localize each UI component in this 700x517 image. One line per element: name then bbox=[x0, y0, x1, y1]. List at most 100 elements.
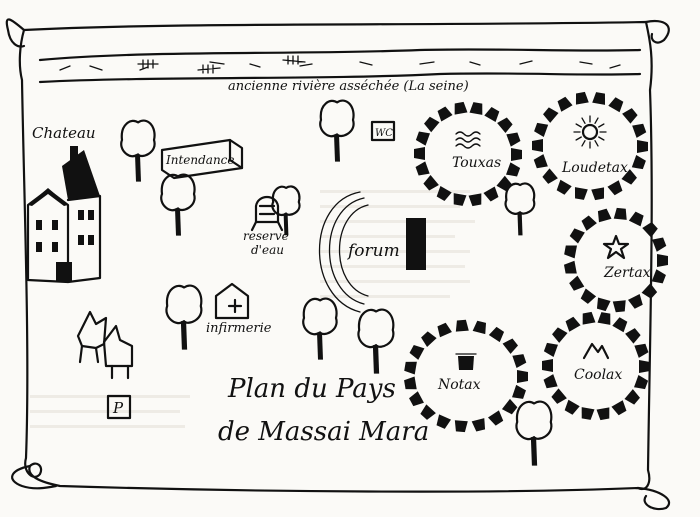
tent-icon bbox=[543, 374, 558, 389]
tent-icon bbox=[651, 269, 666, 284]
tent-icon bbox=[581, 407, 595, 420]
tent-icon bbox=[502, 338, 519, 354]
tent-icon bbox=[652, 237, 667, 252]
tent-icon bbox=[488, 326, 505, 343]
village-zertax: Zertax bbox=[563, 207, 668, 313]
tent-icon bbox=[624, 389, 640, 405]
forum-label: forum bbox=[346, 241, 400, 261]
tent-icon bbox=[542, 168, 558, 184]
tent-icon bbox=[632, 123, 647, 138]
tent-icon bbox=[409, 344, 425, 360]
scroll-border bbox=[5, 18, 671, 511]
tent-icon bbox=[597, 312, 611, 325]
animals-icon bbox=[76, 310, 134, 380]
tent-icon bbox=[557, 96, 573, 112]
tent-icon bbox=[483, 186, 499, 202]
tent-icon bbox=[423, 175, 439, 191]
tent-icon bbox=[556, 179, 572, 195]
chateau-icon bbox=[26, 146, 102, 284]
forum-arcs-icon bbox=[319, 191, 426, 313]
tent-icon bbox=[543, 107, 559, 123]
waves-icon bbox=[455, 131, 481, 149]
tree-icon bbox=[165, 284, 203, 350]
tent-icon bbox=[420, 404, 436, 420]
tent-icon bbox=[611, 400, 627, 416]
tent-icon bbox=[512, 354, 527, 369]
intendance-building-icon bbox=[160, 138, 244, 180]
tent-icon bbox=[582, 311, 596, 325]
tent-icon bbox=[563, 260, 577, 274]
infirmary-icon bbox=[214, 282, 250, 320]
tent-icon bbox=[625, 328, 641, 344]
tent-icon bbox=[533, 154, 548, 169]
tree-icon bbox=[302, 297, 338, 360]
tent-icon bbox=[657, 254, 668, 267]
tent-icon bbox=[642, 222, 658, 238]
tent-icon bbox=[534, 122, 549, 137]
sun-icon bbox=[573, 115, 607, 149]
tent-icon bbox=[414, 147, 425, 160]
map-title-line1: Plan du Pays bbox=[227, 374, 396, 404]
tent-icon bbox=[564, 245, 578, 259]
tree-icon bbox=[357, 308, 395, 374]
tent-icon bbox=[597, 208, 612, 223]
mountain-icon bbox=[582, 342, 610, 360]
tent-icon bbox=[501, 398, 518, 415]
tent-icon bbox=[472, 320, 487, 335]
tent-icon bbox=[436, 185, 452, 201]
tent-icon bbox=[596, 407, 610, 421]
village-name-zertax: Zertax bbox=[603, 265, 651, 281]
reserve-label-line2: d'eau bbox=[251, 243, 284, 257]
tent-icon bbox=[453, 193, 467, 206]
tent-icon bbox=[565, 316, 581, 332]
tent-icon bbox=[437, 322, 452, 338]
tent-icon bbox=[551, 388, 567, 404]
tent-icon bbox=[455, 319, 469, 332]
village-touxas: Touxas bbox=[414, 101, 522, 207]
wc-label: WC bbox=[375, 128, 393, 139]
tent-icon bbox=[436, 414, 452, 429]
tent-icon bbox=[512, 384, 526, 399]
tent-icon bbox=[469, 102, 483, 115]
tent-icon bbox=[496, 175, 512, 192]
parking-label: P bbox=[112, 399, 124, 417]
tent-icon bbox=[415, 131, 430, 146]
tent-icon bbox=[409, 391, 424, 407]
dried-river bbox=[38, 48, 642, 84]
tree-icon bbox=[319, 99, 355, 162]
chateau-label: Chateau bbox=[32, 124, 96, 142]
pot-icon bbox=[455, 353, 477, 370]
tent-icon bbox=[497, 117, 513, 133]
tent-icon bbox=[581, 215, 597, 231]
tent-icon bbox=[552, 327, 568, 343]
tent-icon bbox=[608, 97, 624, 113]
tent-icon bbox=[532, 139, 543, 152]
tent-icon bbox=[454, 420, 468, 433]
tent-icon bbox=[471, 418, 486, 432]
tent-icon bbox=[506, 162, 521, 177]
tent-icon bbox=[569, 228, 585, 244]
tent-icon bbox=[634, 343, 649, 358]
map-title-line2: de Massai Mara bbox=[218, 417, 429, 447]
village-name-coolax: Coolax bbox=[574, 367, 622, 383]
river-label: ancienne rivière asséchée (La seine) bbox=[228, 79, 469, 94]
tent-icon bbox=[612, 300, 626, 313]
tent-icon bbox=[639, 360, 650, 373]
tree-icon bbox=[515, 400, 553, 466]
tent-icon bbox=[564, 399, 580, 415]
tent-icon bbox=[634, 375, 649, 390]
tent-icon bbox=[542, 359, 553, 372]
tent-icon bbox=[424, 116, 440, 133]
village-name-notax: Notax bbox=[437, 377, 481, 393]
fish-bone-icon bbox=[137, 55, 306, 74]
tent-icon bbox=[437, 106, 453, 122]
tent-icon bbox=[628, 211, 644, 227]
tent-icon bbox=[454, 101, 468, 115]
tent-icon bbox=[592, 92, 606, 105]
tent-icon bbox=[404, 376, 417, 390]
tent-icon bbox=[596, 297, 611, 312]
tent-icon bbox=[421, 331, 437, 347]
reserve-label-line1: reserve bbox=[243, 229, 289, 243]
infirmerie-label: infirmerie bbox=[206, 321, 272, 336]
